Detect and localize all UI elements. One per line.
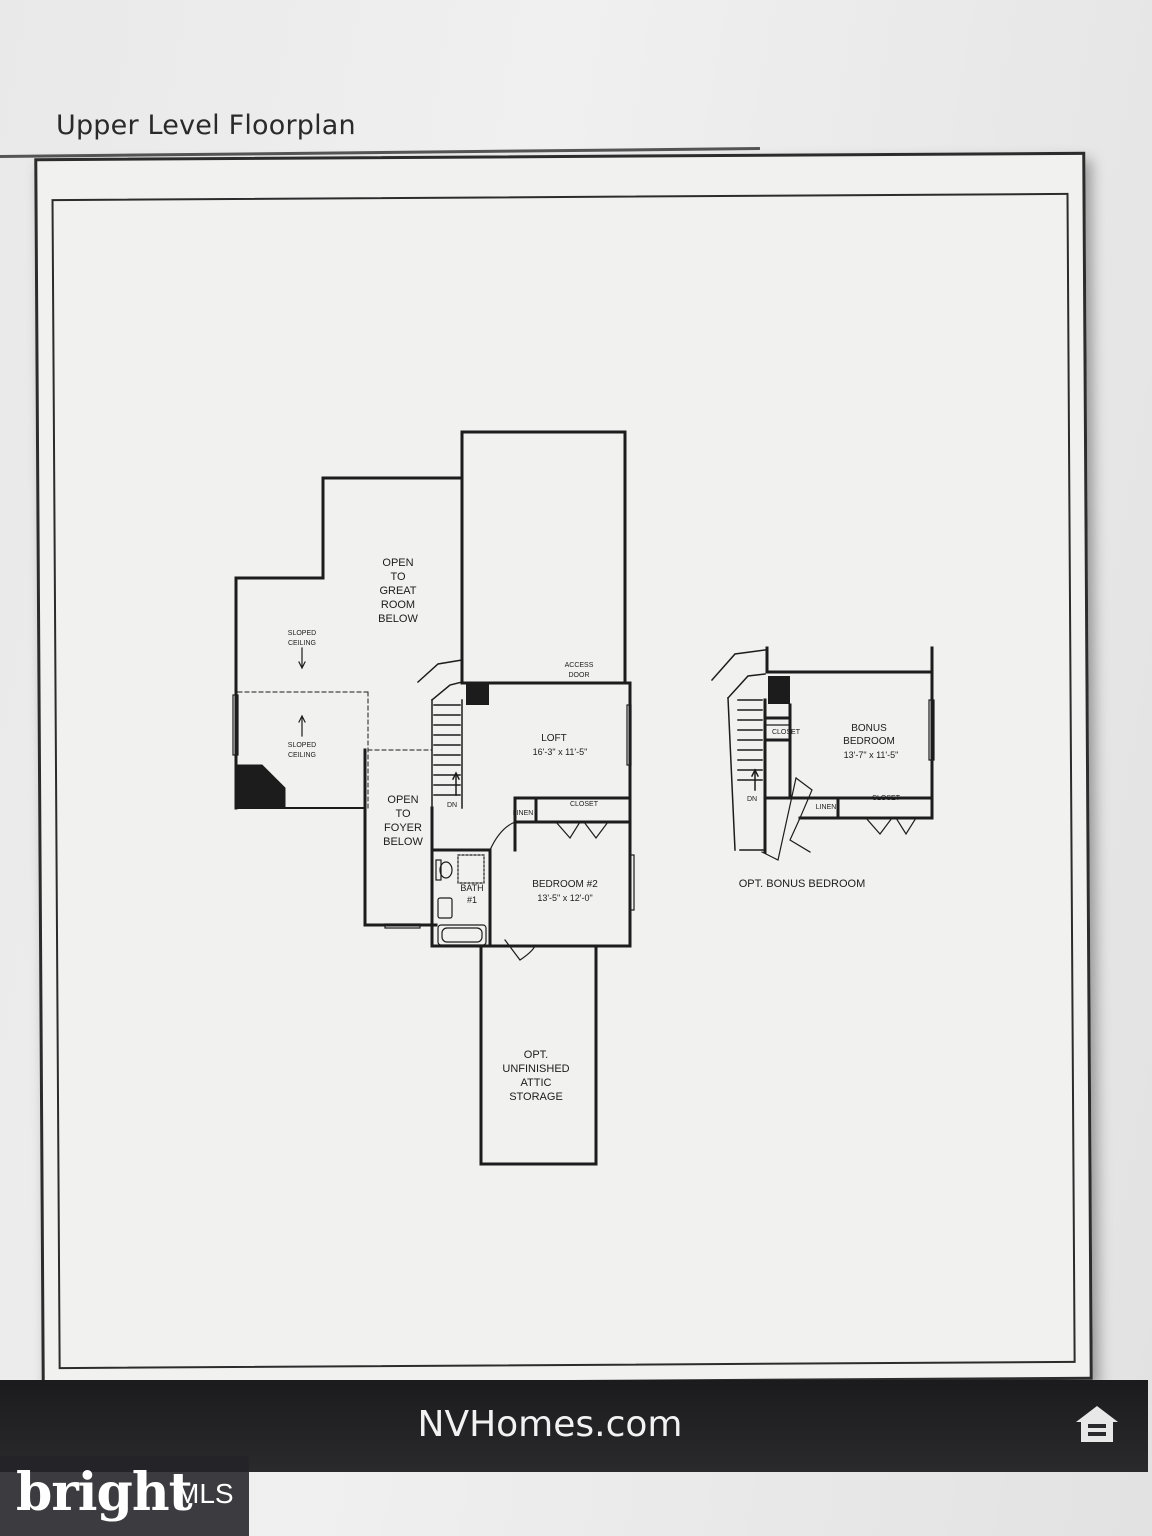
attic-line-4: STORAGE [509,1091,563,1103]
attic-line-2: UNFINISHED [502,1063,569,1075]
bonus-dn: DN [747,796,757,803]
bonus-dims: 13'-7" x 11'-5" [844,750,899,760]
stair-dn-label: DN [447,802,457,809]
bonus-chase-block [768,676,790,704]
sloped-bottom-line-2: CEILING [288,752,316,759]
great-room-line-2: TO [390,571,406,583]
loft-dims: 16'-3" x 11'-5" [533,747,588,757]
attic-walls [479,944,598,1166]
watermark-suffix: MLS [176,1478,234,1509]
bonus-linen: LINEN [816,804,837,811]
bonus-closet: CLOSET [872,795,901,802]
attic-line-1: OPT. [524,1049,548,1061]
closet-doors [489,821,609,961]
foyer-line-3: FOYER [384,822,422,834]
bath-line-2: #1 [467,895,477,905]
great-room-line-3: GREAT [379,585,416,597]
equal-housing-icon [1076,1406,1118,1442]
access-door-line-2: DOOR [569,672,590,679]
room-labels: OPEN TO GREAT ROOM BELOW SLOPED CEILING … [288,557,901,1103]
interior-walls [430,796,632,948]
main-staircase [416,659,463,809]
great-room-line-5: BELOW [378,613,418,625]
great-room-line-1: OPEN [382,557,413,569]
bonus-caption: OPT. BONUS BEDROOM [739,878,866,890]
closet-label: CLOSET [570,801,599,808]
foyer-line-4: BELOW [383,836,423,848]
sloped-top-line-1: SLOPED [288,630,316,637]
mls-watermark: bright MLS [0,1456,249,1536]
watermark-brand: bright [16,1462,193,1523]
loft-name: LOFT [541,733,567,744]
floorplan-drawing: OPEN TO GREAT ROOM BELOW SLOPED CEILING … [232,430,935,1166]
bonus-name-line-1: BONUS [851,723,887,734]
bedroom2-name: BEDROOM #2 [532,879,598,890]
fireplace-block [235,764,286,809]
sloped-arrows [298,647,306,737]
window-marks [232,694,635,929]
foyer-line-2: TO [395,808,411,820]
foyer-line-1: OPEN [387,794,418,806]
sloped-bottom-line-1: SLOPED [288,742,316,749]
linen-label: LINEN [513,810,534,817]
bedroom2-dims: 13'-5" x 12'-0" [537,893,592,903]
page-title: Upper Level Floorplan [56,110,356,141]
dashed-lines [237,691,433,809]
bath-line-1: BATH [460,883,483,893]
bonus-walls [763,646,934,854]
access-door-line-1: ACCESS [565,662,594,669]
bonus-name-line-2: BEDROOM [843,736,895,747]
attic-line-3: ATTIC [521,1077,552,1089]
bonus-windows [928,699,935,761]
bonus-doors [761,724,917,861]
main-outer-walls [234,430,632,948]
footer-website: NVHomes.com [417,1404,683,1445]
sloped-top-line-2: CEILING [288,640,316,647]
bonus-staircase [710,649,766,851]
bonus-closet-side: CLOSET [772,729,801,736]
bath-fixtures [435,854,487,946]
chase-block [466,683,489,705]
great-room-line-4: ROOM [381,599,415,611]
